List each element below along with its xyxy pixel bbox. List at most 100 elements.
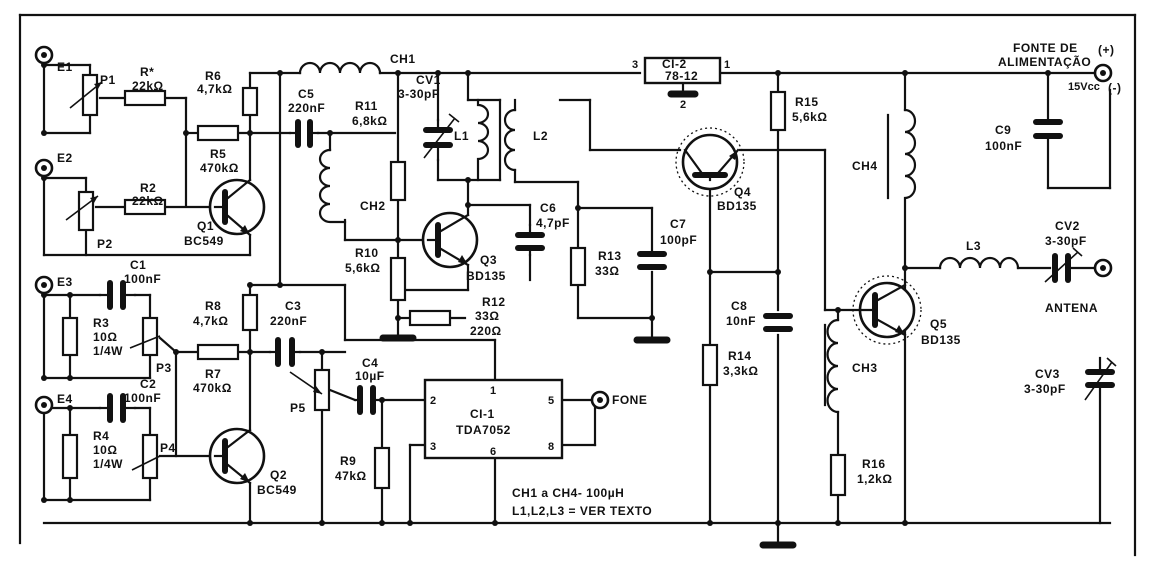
ic1-pin-1: 1 <box>490 385 496 397</box>
label-r10: R10 <box>355 246 379 260</box>
value-r14: 3,3kΩ <box>723 364 758 378</box>
label-l2: L2 <box>533 129 548 143</box>
ic1-pin-3: 3 <box>430 441 436 453</box>
label-supply-plus: (+) <box>1098 43 1115 57</box>
ic1-pin-8: 8 <box>548 441 554 453</box>
value-r12-a: 33Ω <box>475 309 499 323</box>
value-r2: 22kΩ <box>132 194 164 208</box>
note-line-1: CH1 a CH4- 100µH <box>512 486 624 500</box>
label-e2: E2 <box>57 151 73 165</box>
label-p3: P3 <box>156 361 172 375</box>
label-r7: R7 <box>205 367 221 381</box>
resistor-r4 <box>61 433 79 480</box>
label-r4: R4 <box>93 429 109 443</box>
capacitor-c1 <box>98 280 137 310</box>
label-c2: C2 <box>140 377 156 391</box>
label-q5: Q5 <box>930 317 947 331</box>
ic1-name: CI-1 <box>470 407 495 421</box>
label-r5: R5 <box>210 147 226 161</box>
type-q2: BC549 <box>257 483 297 497</box>
resistor-r6 <box>241 86 259 117</box>
value-cv1: 3-30pF <box>398 87 440 101</box>
ic2-pin-1: 1 <box>724 59 730 71</box>
value-r15: 5,6kΩ <box>792 110 827 124</box>
label-c3: C3 <box>285 299 301 313</box>
value-r10: 5,6kΩ <box>345 261 380 275</box>
label-q3: Q3 <box>480 253 497 267</box>
note-line-2: L1,L2,L3 = VER TEXTO <box>512 504 652 518</box>
input-terminal-e3[interactable] <box>34 275 54 295</box>
label-r6: R6 <box>205 69 221 83</box>
resistor-r-star <box>123 89 167 107</box>
transistor-q1 <box>208 178 266 237</box>
value-r-star: 22kΩ <box>132 79 164 93</box>
label-fone: FONE <box>612 393 647 407</box>
label-p5: P5 <box>290 401 306 415</box>
value-c9: 100nF <box>985 139 1022 153</box>
type-q5: BD135 <box>921 333 961 347</box>
label-supply-voltage: 15Vcc <box>1068 81 1100 93</box>
resistor-r10 <box>389 256 407 302</box>
ic-ci2-7812 <box>643 56 722 85</box>
value-c3: 220nF <box>270 314 307 328</box>
label-r15: R15 <box>795 95 819 109</box>
label-e1: E1 <box>57 60 73 74</box>
value-r13: 33Ω <box>595 264 619 278</box>
resistor-r9 <box>373 446 391 490</box>
transistor-q5 <box>852 275 922 345</box>
trimmer-cv3 <box>1084 357 1117 401</box>
label-r13: R13 <box>598 249 622 263</box>
label-cv3: CV3 <box>1035 367 1060 381</box>
label-cv1: CV1 <box>416 73 441 87</box>
resistor-r2 <box>123 198 167 216</box>
inductor-ch2 <box>318 148 347 224</box>
inductor-ch1 <box>298 61 382 75</box>
label-r8: R8 <box>205 299 221 313</box>
label-r-star: R* <box>140 65 154 79</box>
capacitor-c7 <box>637 251 667 270</box>
trimmer-cv1 <box>423 113 460 162</box>
label-supply-2: ALIMENTAÇÃO <box>998 54 1091 69</box>
ic2-pin-3: 3 <box>632 59 638 71</box>
capacitor-c6 <box>515 223 545 257</box>
input-terminal-e1[interactable] <box>34 45 54 65</box>
label-q4: Q4 <box>734 185 751 199</box>
label-cv2: CV2 <box>1055 219 1080 233</box>
type-q4: BD135 <box>717 199 757 213</box>
labels: E1 E2 E3 E4 P1 P2 P3 P4 P5 R* 22kΩ R2 22… <box>57 41 1121 518</box>
resistor-r13 <box>569 246 587 287</box>
input-terminal-e2[interactable] <box>34 158 54 178</box>
pot-p3 <box>129 316 161 357</box>
input-terminal-e4[interactable] <box>34 395 54 415</box>
resistor-r14 <box>701 343 719 387</box>
antenna-terminal[interactable] <box>1093 258 1113 278</box>
label-r3: R3 <box>93 316 109 330</box>
label-r2: R2 <box>140 181 156 195</box>
value-r12-b: 220Ω <box>470 324 502 338</box>
label-ch2: CH2 <box>360 199 386 213</box>
inductor-ch4 <box>886 108 917 200</box>
label-l1: L1 <box>454 129 469 143</box>
label-c5: C5 <box>298 87 314 101</box>
label-e3: E3 <box>57 275 73 289</box>
value-r6: 4,7kΩ <box>197 82 232 96</box>
value-c7: 100pF <box>660 233 697 247</box>
value-r4: 10Ω <box>93 443 117 457</box>
fone-terminal[interactable] <box>590 390 610 410</box>
junction-dots <box>41 62 1051 526</box>
power-r3: 1/4W <box>93 344 123 358</box>
resistor-r3 <box>61 316 79 357</box>
value-c8: 10nF <box>726 314 756 328</box>
supply-terminal[interactable] <box>1093 63 1113 83</box>
resistor-r7 <box>196 343 240 361</box>
label-r14: R14 <box>728 349 752 363</box>
inductor-ch3 <box>823 318 840 414</box>
label-ch3: CH3 <box>852 361 878 375</box>
value-c5: 220nF <box>288 101 325 115</box>
value-r16: 1,2kΩ <box>857 472 892 486</box>
value-c4: 10µF <box>355 369 385 383</box>
resistor-r11 <box>389 160 407 202</box>
label-q2: Q2 <box>270 468 287 482</box>
